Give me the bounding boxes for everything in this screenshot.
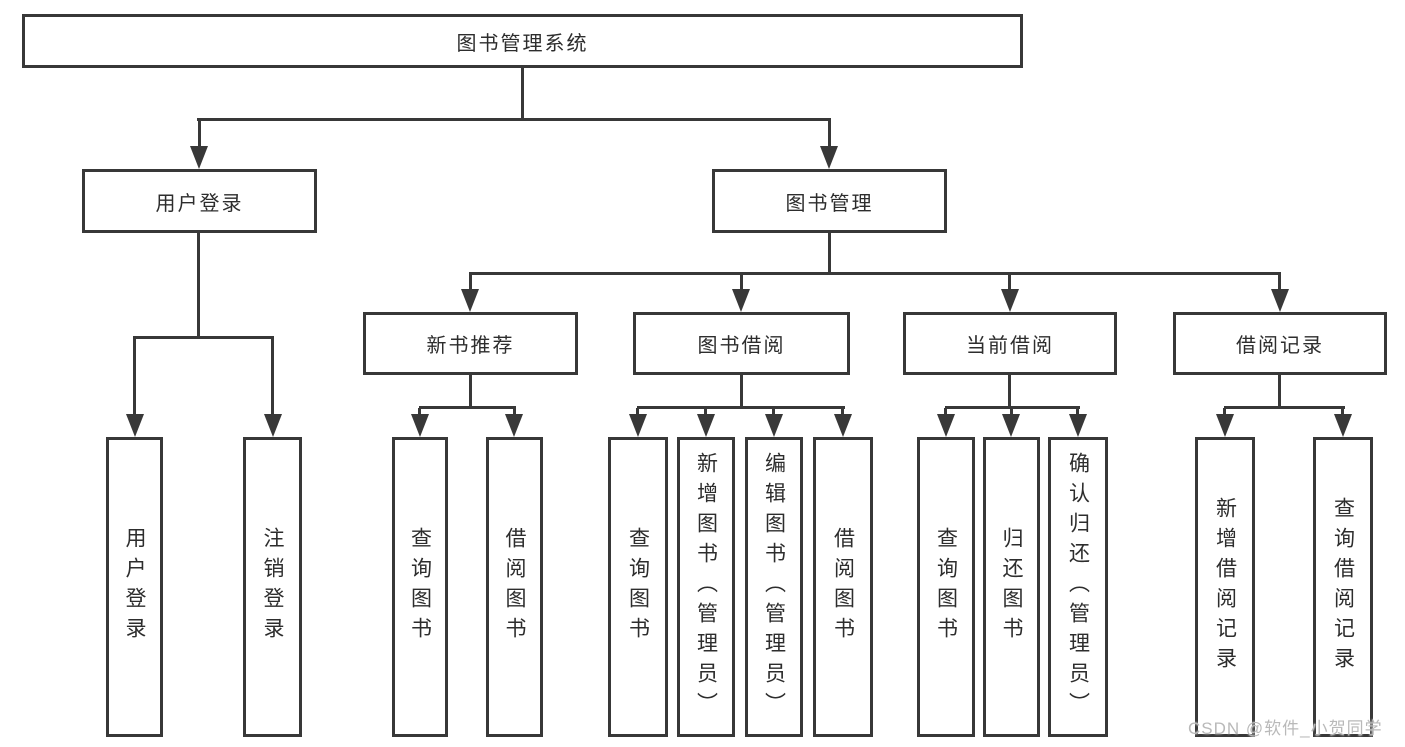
- leaf-confirm-return-admin: 确认归还（管理员）: [1048, 437, 1108, 737]
- connector-line: [1076, 408, 1079, 417]
- leaf-label: 查询图书: [934, 527, 958, 647]
- arrowhead-down-icon: [126, 414, 144, 437]
- leaf-user-login: 用户登录: [106, 437, 163, 737]
- connector-line: [1008, 274, 1011, 290]
- connector-line: [513, 408, 516, 417]
- arrowhead-down-icon: [629, 414, 647, 437]
- leaf-label: 查询图书: [408, 527, 432, 647]
- node-new-book-recommend: 新书推荐: [363, 312, 578, 375]
- leaf-label: 确认归还（管理员）: [1066, 452, 1090, 722]
- arrowhead-down-icon: [1216, 414, 1234, 437]
- leaf-borrow-query-books: 查询图书: [608, 437, 668, 737]
- connector-line: [469, 272, 1281, 275]
- connector-line: [828, 120, 831, 148]
- node-book-management: 图书管理: [712, 169, 947, 233]
- arrowhead-down-icon: [461, 289, 479, 312]
- arrowhead-down-icon: [264, 414, 282, 437]
- node-book-borrow: 图书借阅: [633, 312, 850, 375]
- node-root: 图书管理系统: [22, 14, 1023, 68]
- leaf-label: 新增借阅记录: [1213, 497, 1237, 677]
- leaf-label: 编辑图书（管理员）: [762, 452, 786, 722]
- connector-line: [198, 120, 201, 148]
- arrowhead-down-icon: [834, 414, 852, 437]
- leaf-current-query-books: 查询图书: [917, 437, 975, 737]
- arrowhead-down-icon: [190, 146, 208, 169]
- connector-line: [469, 375, 472, 406]
- leaf-label: 归还图书: [1000, 527, 1023, 647]
- leaf-label: 注销登录: [261, 527, 284, 647]
- connector-line: [945, 406, 1080, 409]
- leaf-label: 借阅图书: [503, 527, 526, 647]
- arrowhead-down-icon: [765, 414, 783, 437]
- connector-line: [740, 375, 743, 406]
- arrowhead-down-icon: [937, 414, 955, 437]
- connector-line: [469, 274, 472, 290]
- leaf-newbook-borrow-books: 借阅图书: [486, 437, 543, 737]
- leaf-return-books: 归还图书: [983, 437, 1040, 737]
- node-borrow-record: 借阅记录: [1173, 312, 1387, 375]
- connector-line: [1224, 406, 1345, 409]
- node-current-borrow: 当前借阅: [903, 312, 1117, 375]
- leaf-borrow-borrow-books: 借阅图书: [813, 437, 873, 737]
- arrowhead-down-icon: [1271, 289, 1289, 312]
- connector-line: [133, 336, 274, 339]
- arrowhead-down-icon: [1069, 414, 1087, 437]
- connector-line: [1278, 375, 1281, 406]
- leaf-logout: 注销登录: [243, 437, 302, 737]
- connector-line: [1010, 408, 1013, 417]
- connector-line: [419, 406, 516, 409]
- arrowhead-down-icon: [732, 289, 750, 312]
- csdn-watermark: CSDN @软件_小贺同学: [1188, 719, 1383, 738]
- arrowhead-down-icon: [697, 414, 715, 437]
- connector-line: [1278, 274, 1281, 290]
- arrowhead-down-icon: [411, 414, 429, 437]
- connector-line: [197, 118, 831, 121]
- connector-line: [841, 408, 844, 417]
- connector-line: [418, 408, 421, 417]
- connector-line: [197, 233, 200, 336]
- arrowhead-down-icon: [1001, 289, 1019, 312]
- leaf-newbook-query-books: 查询图书: [392, 437, 448, 737]
- connector-line: [1341, 408, 1344, 417]
- leaf-edit-book-admin: 编辑图书（管理员）: [745, 437, 803, 737]
- connector-line: [704, 408, 707, 417]
- connector-line: [271, 338, 274, 416]
- leaf-query-borrow-record: 查询借阅记录: [1313, 437, 1373, 737]
- connector-line: [133, 338, 136, 416]
- leaf-add-book-admin: 新增图书（管理员）: [677, 437, 735, 737]
- node-user-login: 用户登录: [82, 169, 317, 233]
- connector-line: [636, 408, 639, 417]
- connector-line: [521, 67, 524, 119]
- arrowhead-down-icon: [505, 414, 523, 437]
- arrowhead-down-icon: [1334, 414, 1352, 437]
- leaf-label: 借阅图书: [831, 527, 855, 647]
- arrowhead-down-icon: [820, 146, 838, 169]
- connector-line: [1223, 408, 1226, 417]
- connector-line: [1008, 375, 1011, 406]
- connector-line: [828, 233, 831, 272]
- leaf-label: 查询借阅记录: [1331, 497, 1355, 677]
- connector-line: [944, 408, 947, 417]
- leaf-label: 新增图书（管理员）: [694, 452, 718, 722]
- connector-line: [637, 406, 845, 409]
- leaf-add-borrow-record: 新增借阅记录: [1195, 437, 1255, 737]
- connector-line: [772, 408, 775, 417]
- leaf-label: 用户登录: [123, 527, 146, 647]
- arrowhead-down-icon: [1002, 414, 1020, 437]
- connector-line: [740, 274, 743, 290]
- leaf-label: 查询图书: [626, 527, 650, 647]
